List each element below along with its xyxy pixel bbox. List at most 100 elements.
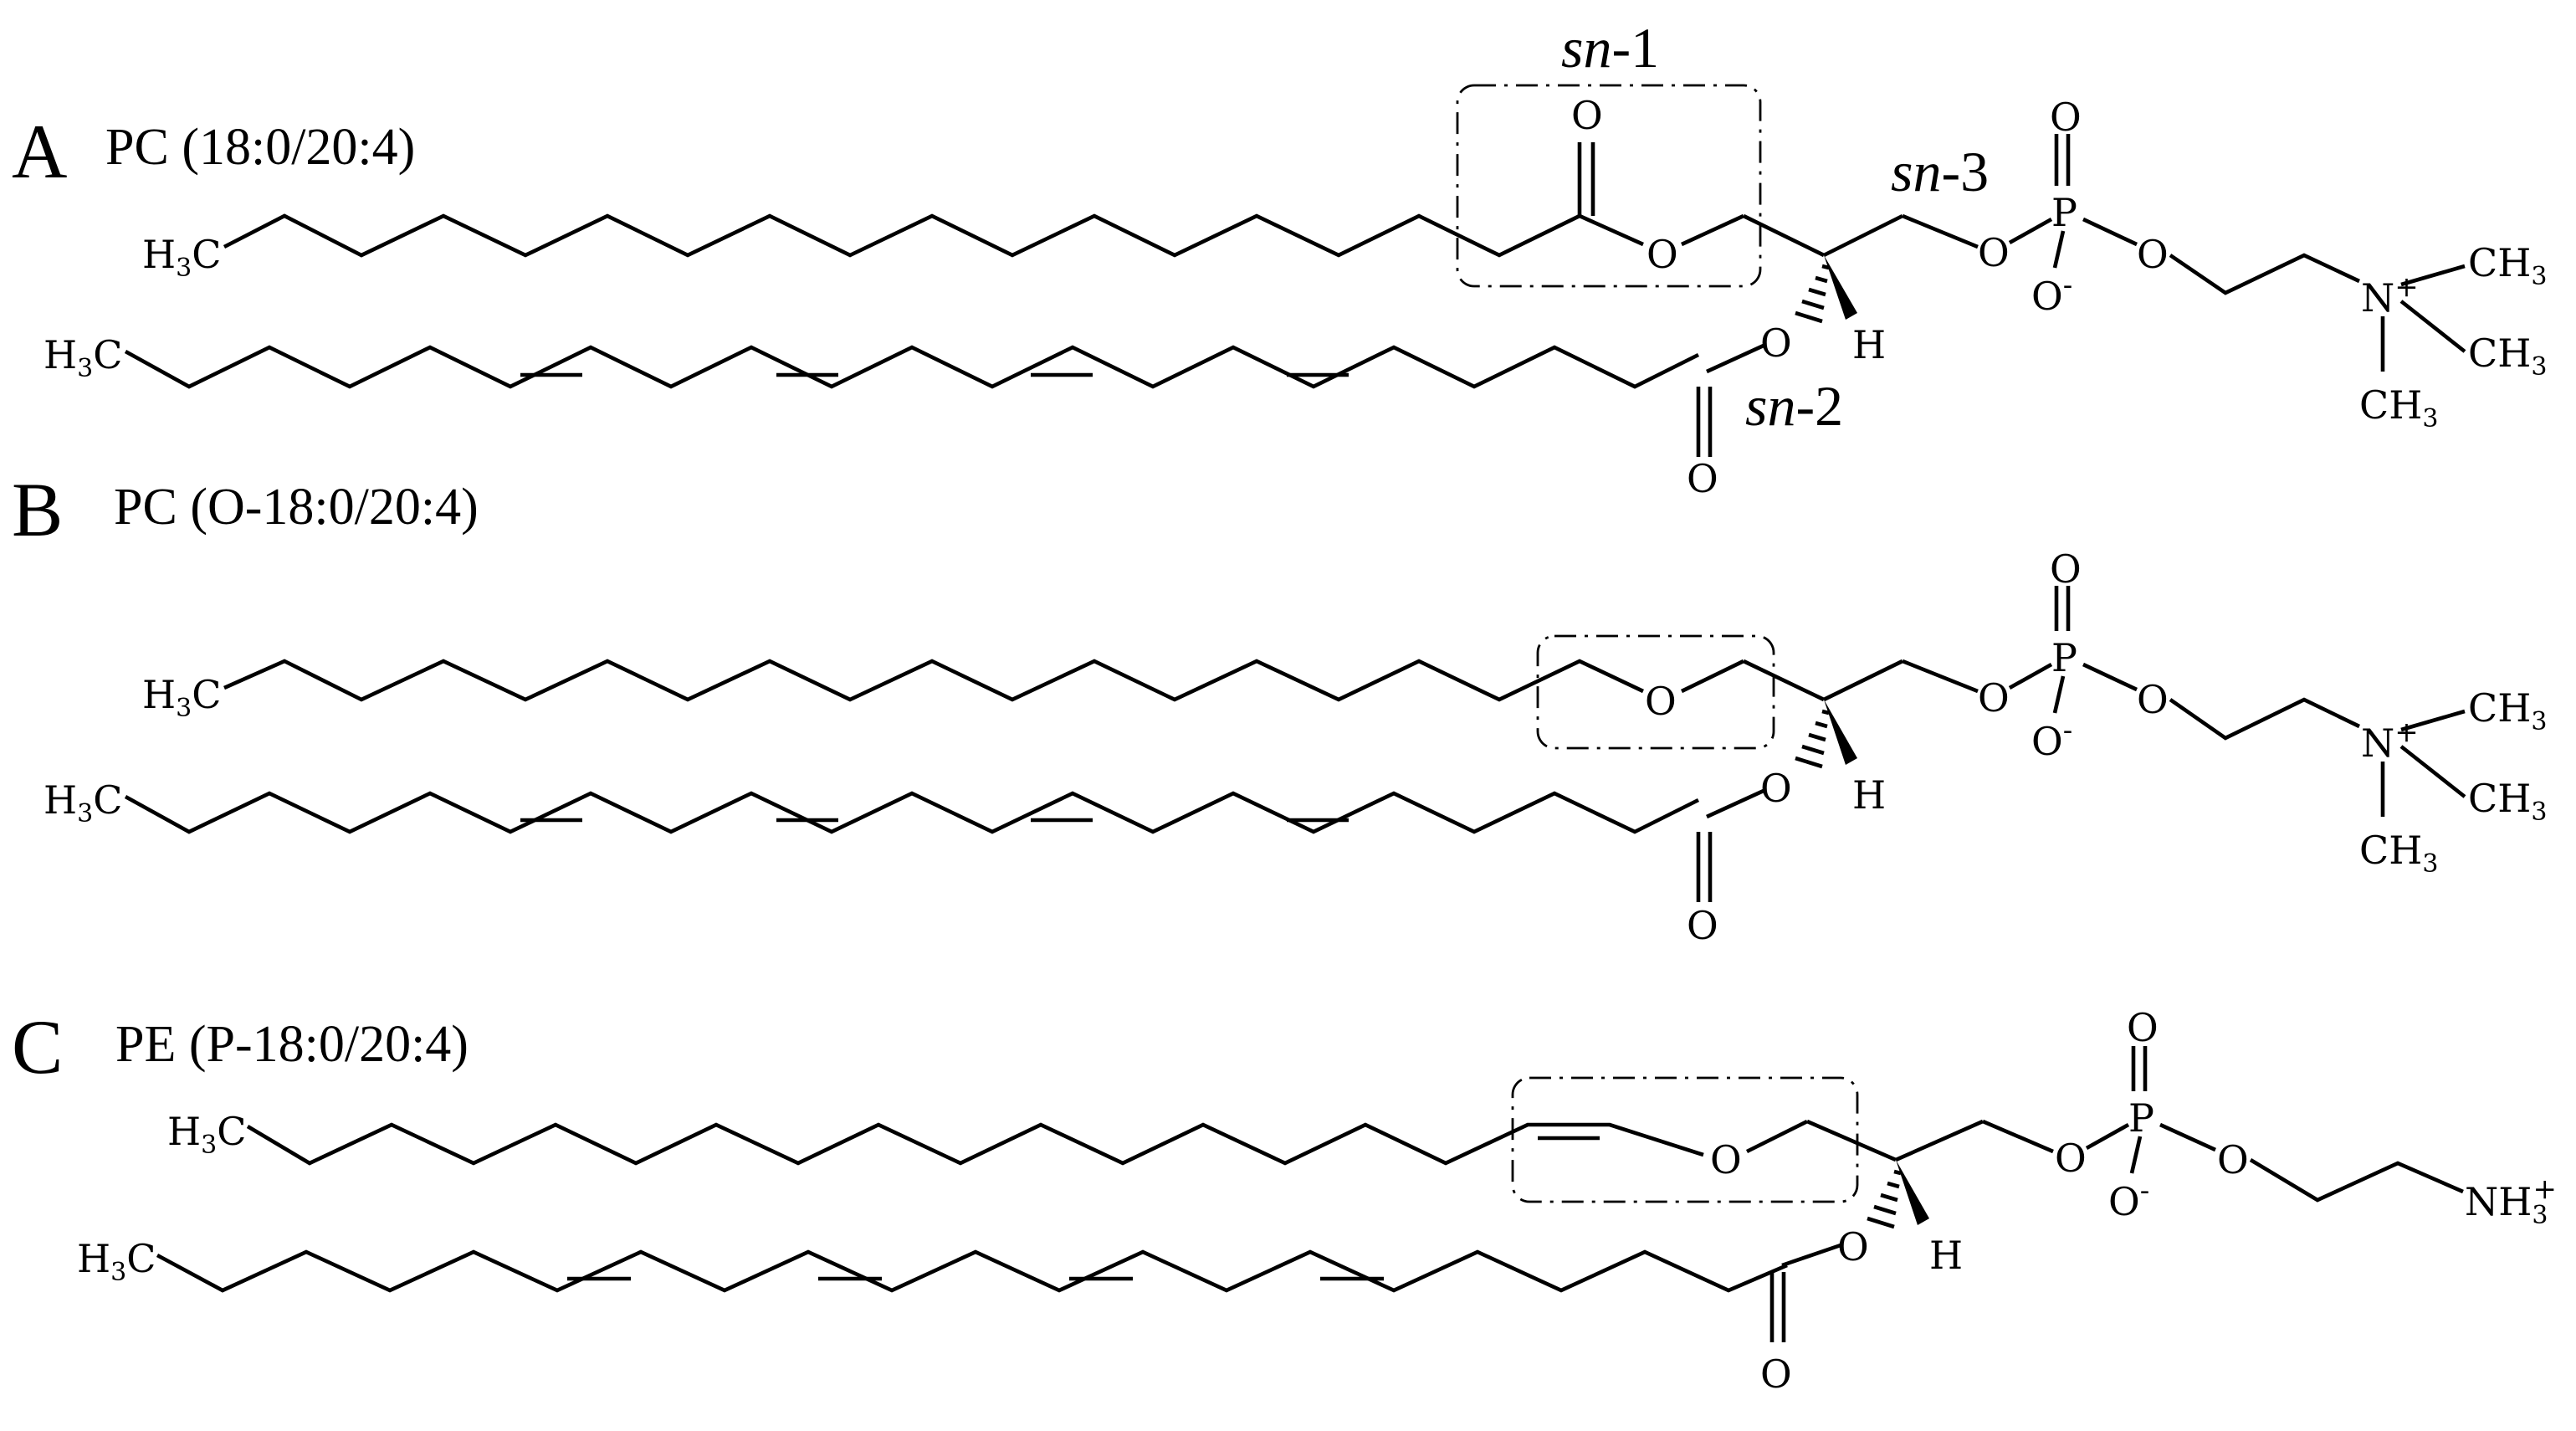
b-sn2-methyl-label: H3C [44,777,122,828]
b-phosphate-oxo: O [2050,546,2082,592]
c-phosphate-oxygen-bridge: O [2055,1136,2087,1181]
c-sn1-alkenyl-chain [246,1122,1704,1166]
c-ethanolamine-oxygen: O [2217,1137,2249,1182]
glycerol-c1-c2 [1742,213,1826,258]
c-sn2-methyl-label: H3C [77,1236,156,1287]
b-p-o-ester-bond [2082,662,2138,692]
n-methyl-3: CH3 [2359,382,2438,433]
b-sn2-carbonyl-oxygen: O [1687,903,1718,948]
sn1-ester-oxygen: O [1646,232,1678,277]
sn2-acyl-chain [124,345,1700,389]
c-o-p-bond [2085,1122,2130,1151]
b-phosphate-o-minus: O- [2031,714,2072,764]
b-sn2-ester-oxygen: O [1760,766,1792,811]
choline-ethyl [2169,253,2360,295]
panel-a-letter: A [12,109,67,194]
sn2-methyl-label: H3C [44,332,122,383]
b-sn1-ch2-bond [1680,659,1745,694]
sn1-acyl-chain [223,213,1581,258]
b-sn1-methyl-label: H3C [142,672,221,723]
b-glycerol-c2-c3 [1822,659,1904,702]
b-sn2-ester-link [1706,787,1766,819]
c-p-ominus-bond [2129,1136,2143,1174]
c-sn2-acyl-chain [156,1249,1788,1293]
sn2-carbonyl-oxygen: O [1687,456,1718,501]
panel-c-name: PE (P-18:0/20:4) [115,1016,469,1073]
b-c2-solid-wedge [1824,700,1857,765]
b-glycerol-c3-o [1902,659,1979,694]
c-p-o-ester-bond [2159,1122,2216,1152]
sn2-label: sn-2 [1745,374,1843,438]
n-methyl-2-bond [2399,300,2466,353]
b-p-ominus-bond [2052,675,2066,714]
c-sn2-ester-oxygen: O [1837,1224,1869,1269]
choline-oxygen: O [2137,232,2169,277]
sn1-ester-bond [1579,213,1644,247]
c-c2-hydrogen: H [1929,1233,1963,1278]
n-methyl-2: CH3 [2468,331,2547,382]
sn1-ether-highlight-box [1536,634,1775,750]
c-ethanolamine-ethyl [2249,1158,2464,1203]
b-c2-hydrogen: H [1852,772,1886,818]
c-sn1-methyl-label: H3C [167,1109,246,1160]
phosphorus: P [2051,190,2077,235]
panel-b-letter: B [12,467,63,552]
c-vinyl-ether-oxygen: O [1710,1137,1742,1182]
n-methyl-1-bond [2400,264,2466,287]
b-choline-nitrogen: N+ [2361,716,2419,766]
c-phosphate-oxo: O [2127,1005,2159,1050]
c-phosphorus: P [2128,1095,2154,1141]
b-phosphate-oxygen-bridge: O [1978,675,2010,721]
c-sn1-ch2-bond [1745,1119,1809,1154]
phosphate-o-minus: O- [2031,269,2072,319]
sn1-ch2-bond [1681,213,1744,247]
b-n-methyl-1: CH3 [2468,685,2547,736]
sn1-label: sn-1 [1561,16,1659,80]
sn1-carbonyl-oxygen: O [1571,93,1603,138]
b-o-p-bond [2008,662,2053,690]
phosphate-oxo: O [2050,95,2082,140]
c-ammonium: NH3+ [2465,1172,2557,1230]
c-sn2-carbonyl-oxygen: O [1760,1352,1792,1397]
panel-c-letter: C [12,1004,63,1090]
panel-a: A PC (18:0/20:4) sn-1 sn-3 sn-2 H3C O O … [12,16,2547,501]
panel-a-name: PC (18:0/20:4) [105,119,415,176]
glycerol-c3-o [1902,213,1979,249]
choline-nitrogen: N+ [2361,270,2419,321]
sn2-ester-oxygen: O [1760,321,1792,366]
c-sn2-ester-link [1781,1243,1841,1268]
p-o-ester-bond [2082,217,2138,247]
b-phosphorus: P [2051,635,2077,680]
sn1-methyl-label: H3C [142,232,221,283]
p-ominus-bond [2052,230,2066,269]
phosphate-oxygen-bridge: O [1978,230,2010,275]
c-glycerol-c1-c2 [1806,1119,1897,1162]
c-glycerol-c3-o [1982,1119,2054,1154]
c2-hydrogen: H [1852,322,1886,367]
b-sn2-acyl-chain [124,791,1700,834]
b-n-methyl-1-bond [2400,709,2466,732]
b-c2-hashed-wedge [1795,709,1830,769]
glycerol-c2-c3 [1822,213,1904,258]
panel-c: C PE (P-18:0/20:4) H3C O H O O P O O- O [12,1004,2557,1397]
c2-solid-wedge [1824,255,1857,320]
b-glycerol-c1-c2 [1743,659,1825,702]
b-n-methyl-2-bond [2399,745,2466,798]
b-n-methyl-3: CH3 [2359,828,2438,879]
b-ether-oxygen: O [1645,679,1677,724]
b-choline-ethyl [2169,697,2361,741]
b-n-methyl-2: CH3 [2468,776,2547,827]
panel-b-name: PC (O-18:0/20:4) [114,479,479,536]
c-glycerol-c2-c3 [1895,1119,1984,1162]
c2-hashed-wedge [1795,264,1830,324]
c-phosphate-o-minus: O- [2108,1174,2149,1224]
sn1-vinyl-ether-highlight-box [1511,1076,1859,1203]
c-c2-solid-wedge [1896,1160,1929,1225]
b-sn1-alkyl-chain [223,659,1644,702]
c-c2-hashed-wedge [1867,1169,1902,1229]
o-p-bond [2008,217,2053,245]
sn2-ester-link [1706,342,1766,374]
b-choline-oxygen: O [2137,677,2169,722]
